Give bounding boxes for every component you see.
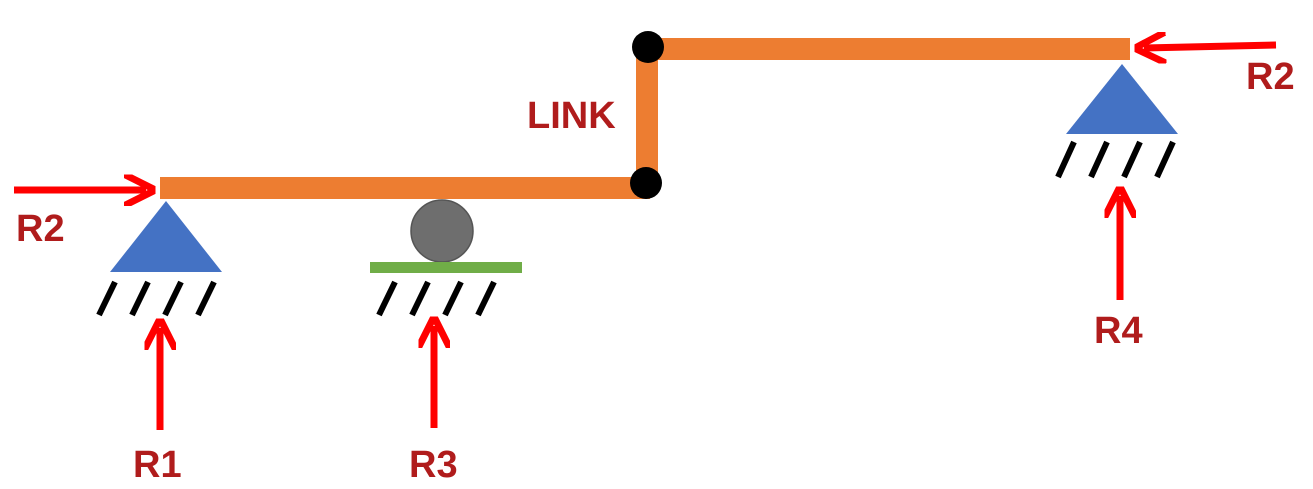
link-label: LINK — [527, 95, 616, 137]
top-hinge-joint — [632, 31, 664, 63]
right-beam — [648, 38, 1130, 60]
roller-base-plate — [370, 262, 522, 273]
right-pin-support — [1055, 64, 1178, 179]
roller-ground-hatch — [376, 280, 497, 317]
left-ground-hatch — [96, 280, 217, 317]
r2-right-arrow — [1144, 45, 1277, 48]
left-beam-bar — [160, 177, 650, 199]
right-pin-triangle — [1066, 64, 1178, 134]
right-ground-hatch — [1055, 140, 1176, 179]
roller-ball — [410, 199, 474, 263]
right-beam-bar — [648, 38, 1130, 60]
r2-right-label: R2 — [1246, 56, 1295, 98]
link-bar — [636, 46, 658, 186]
link-member — [636, 46, 658, 186]
r3-label: R3 — [409, 444, 458, 486]
r4-label: R4 — [1094, 310, 1143, 352]
bottom-hinge-joint — [630, 167, 662, 199]
roller-support — [370, 199, 522, 317]
left-beam — [160, 177, 650, 199]
r2-left-label: R2 — [16, 208, 65, 250]
left-pin-support — [96, 201, 222, 317]
r1-label: R1 — [133, 444, 182, 486]
left-pin-triangle — [110, 201, 222, 272]
